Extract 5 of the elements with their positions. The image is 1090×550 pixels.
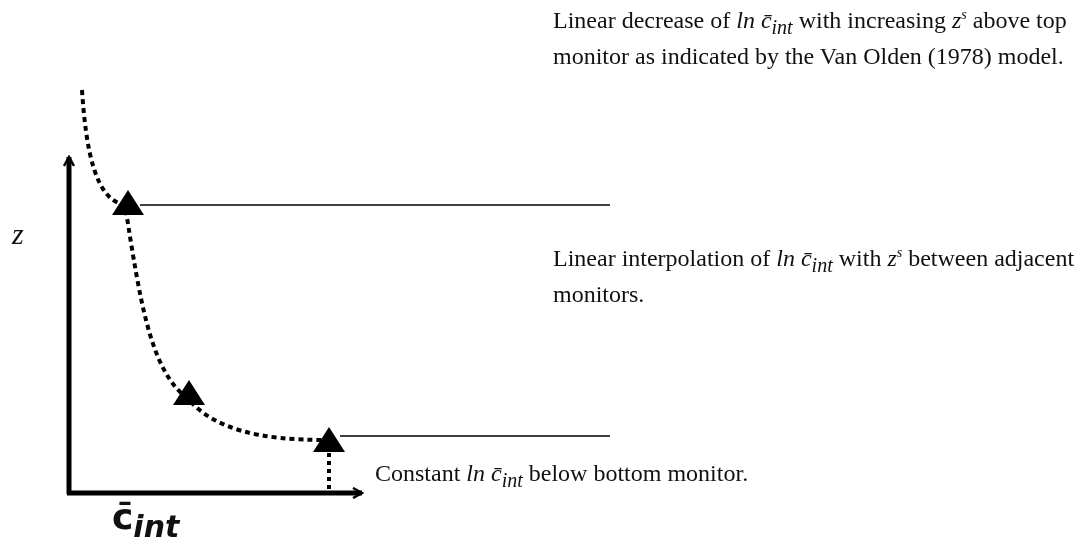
axis-label: c̄$_{int}$: [112, 495, 180, 539]
annotation-text: Constant ln c̄$_{int}$ below bottom monitor.: [375, 459, 749, 491]
annotation-text: Linear decrease of ln c̄$_{int}$ with increasing z$^{s}$ above top monitor as indicated by the Van Olden (1978) model.: [553, 6, 1068, 71]
axis-label: z: [12, 216, 24, 252]
annotation-text: Linear interpolation of ln c̄$_{int}$ with z$^{s}$ between adjacent monitors.: [553, 244, 1076, 309]
